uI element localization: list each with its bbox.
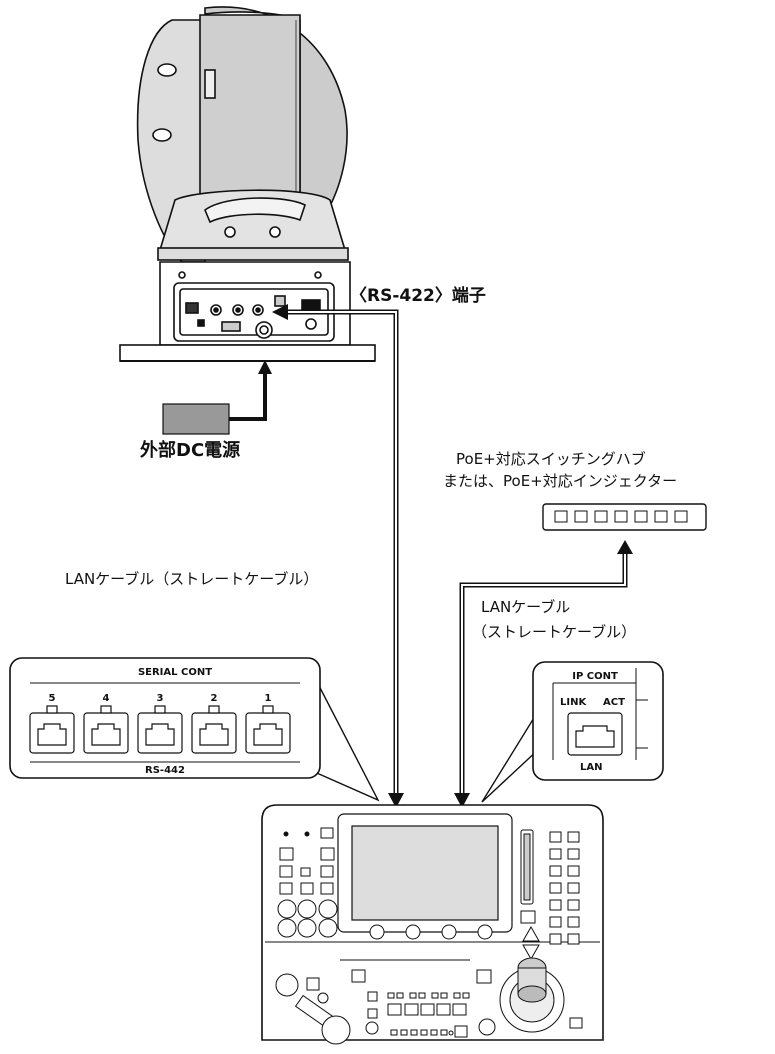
- remote-camera-controller-icon: [261, 804, 604, 1045]
- serial-cont-callout: [9, 657, 380, 802]
- ip-cont-callout: [481, 661, 664, 803]
- serial-port-number-5: 5: [48, 693, 56, 704]
- hub-label-line1: PoE+対応スイッチングハブ: [456, 450, 646, 468]
- lan-cable-label-short-line2: （ストレートケーブル）: [472, 623, 637, 641]
- serial-panel-footer: RS-442: [145, 765, 185, 776]
- serial-port-number-3: 3: [156, 693, 164, 704]
- serial-port-number-1: 1: [264, 693, 272, 704]
- external-dc-power-label: 外部DC電源: [140, 440, 241, 461]
- serial-port-number-2: 2: [210, 693, 218, 704]
- serial-cont-title: SERIAL CONT: [137, 667, 213, 678]
- rs422-terminal-label: 〈RS-422〉端子: [350, 286, 486, 306]
- serial-port-5: [29, 705, 75, 754]
- lan-cable-label-long: LANケーブル（ストレートケーブル）: [65, 570, 319, 588]
- lan-cable-hub: [454, 540, 633, 808]
- serial-port-3: [137, 705, 183, 754]
- ip-cont-title: IP CONT: [572, 671, 618, 682]
- dc-power-supply-icon: [162, 360, 272, 435]
- serial-port-number-4: 4: [102, 693, 110, 704]
- hub-label-line2: または、PoE+対応インジェクター: [443, 472, 678, 490]
- ptz-camera-icon: [119, 6, 376, 362]
- serial-port-1: [245, 705, 291, 754]
- lan-cable-label-short-line1: LANケーブル: [481, 598, 571, 616]
- serial-port-2: [191, 705, 237, 754]
- serial-port-4: [83, 705, 129, 754]
- ip-act-label: ACT: [603, 697, 625, 708]
- ip-link-label: LINK: [560, 697, 587, 708]
- poe-switching-hub-icon: [542, 503, 707, 531]
- ip-panel-footer: LAN: [580, 762, 603, 773]
- rs422-cable: [272, 304, 404, 808]
